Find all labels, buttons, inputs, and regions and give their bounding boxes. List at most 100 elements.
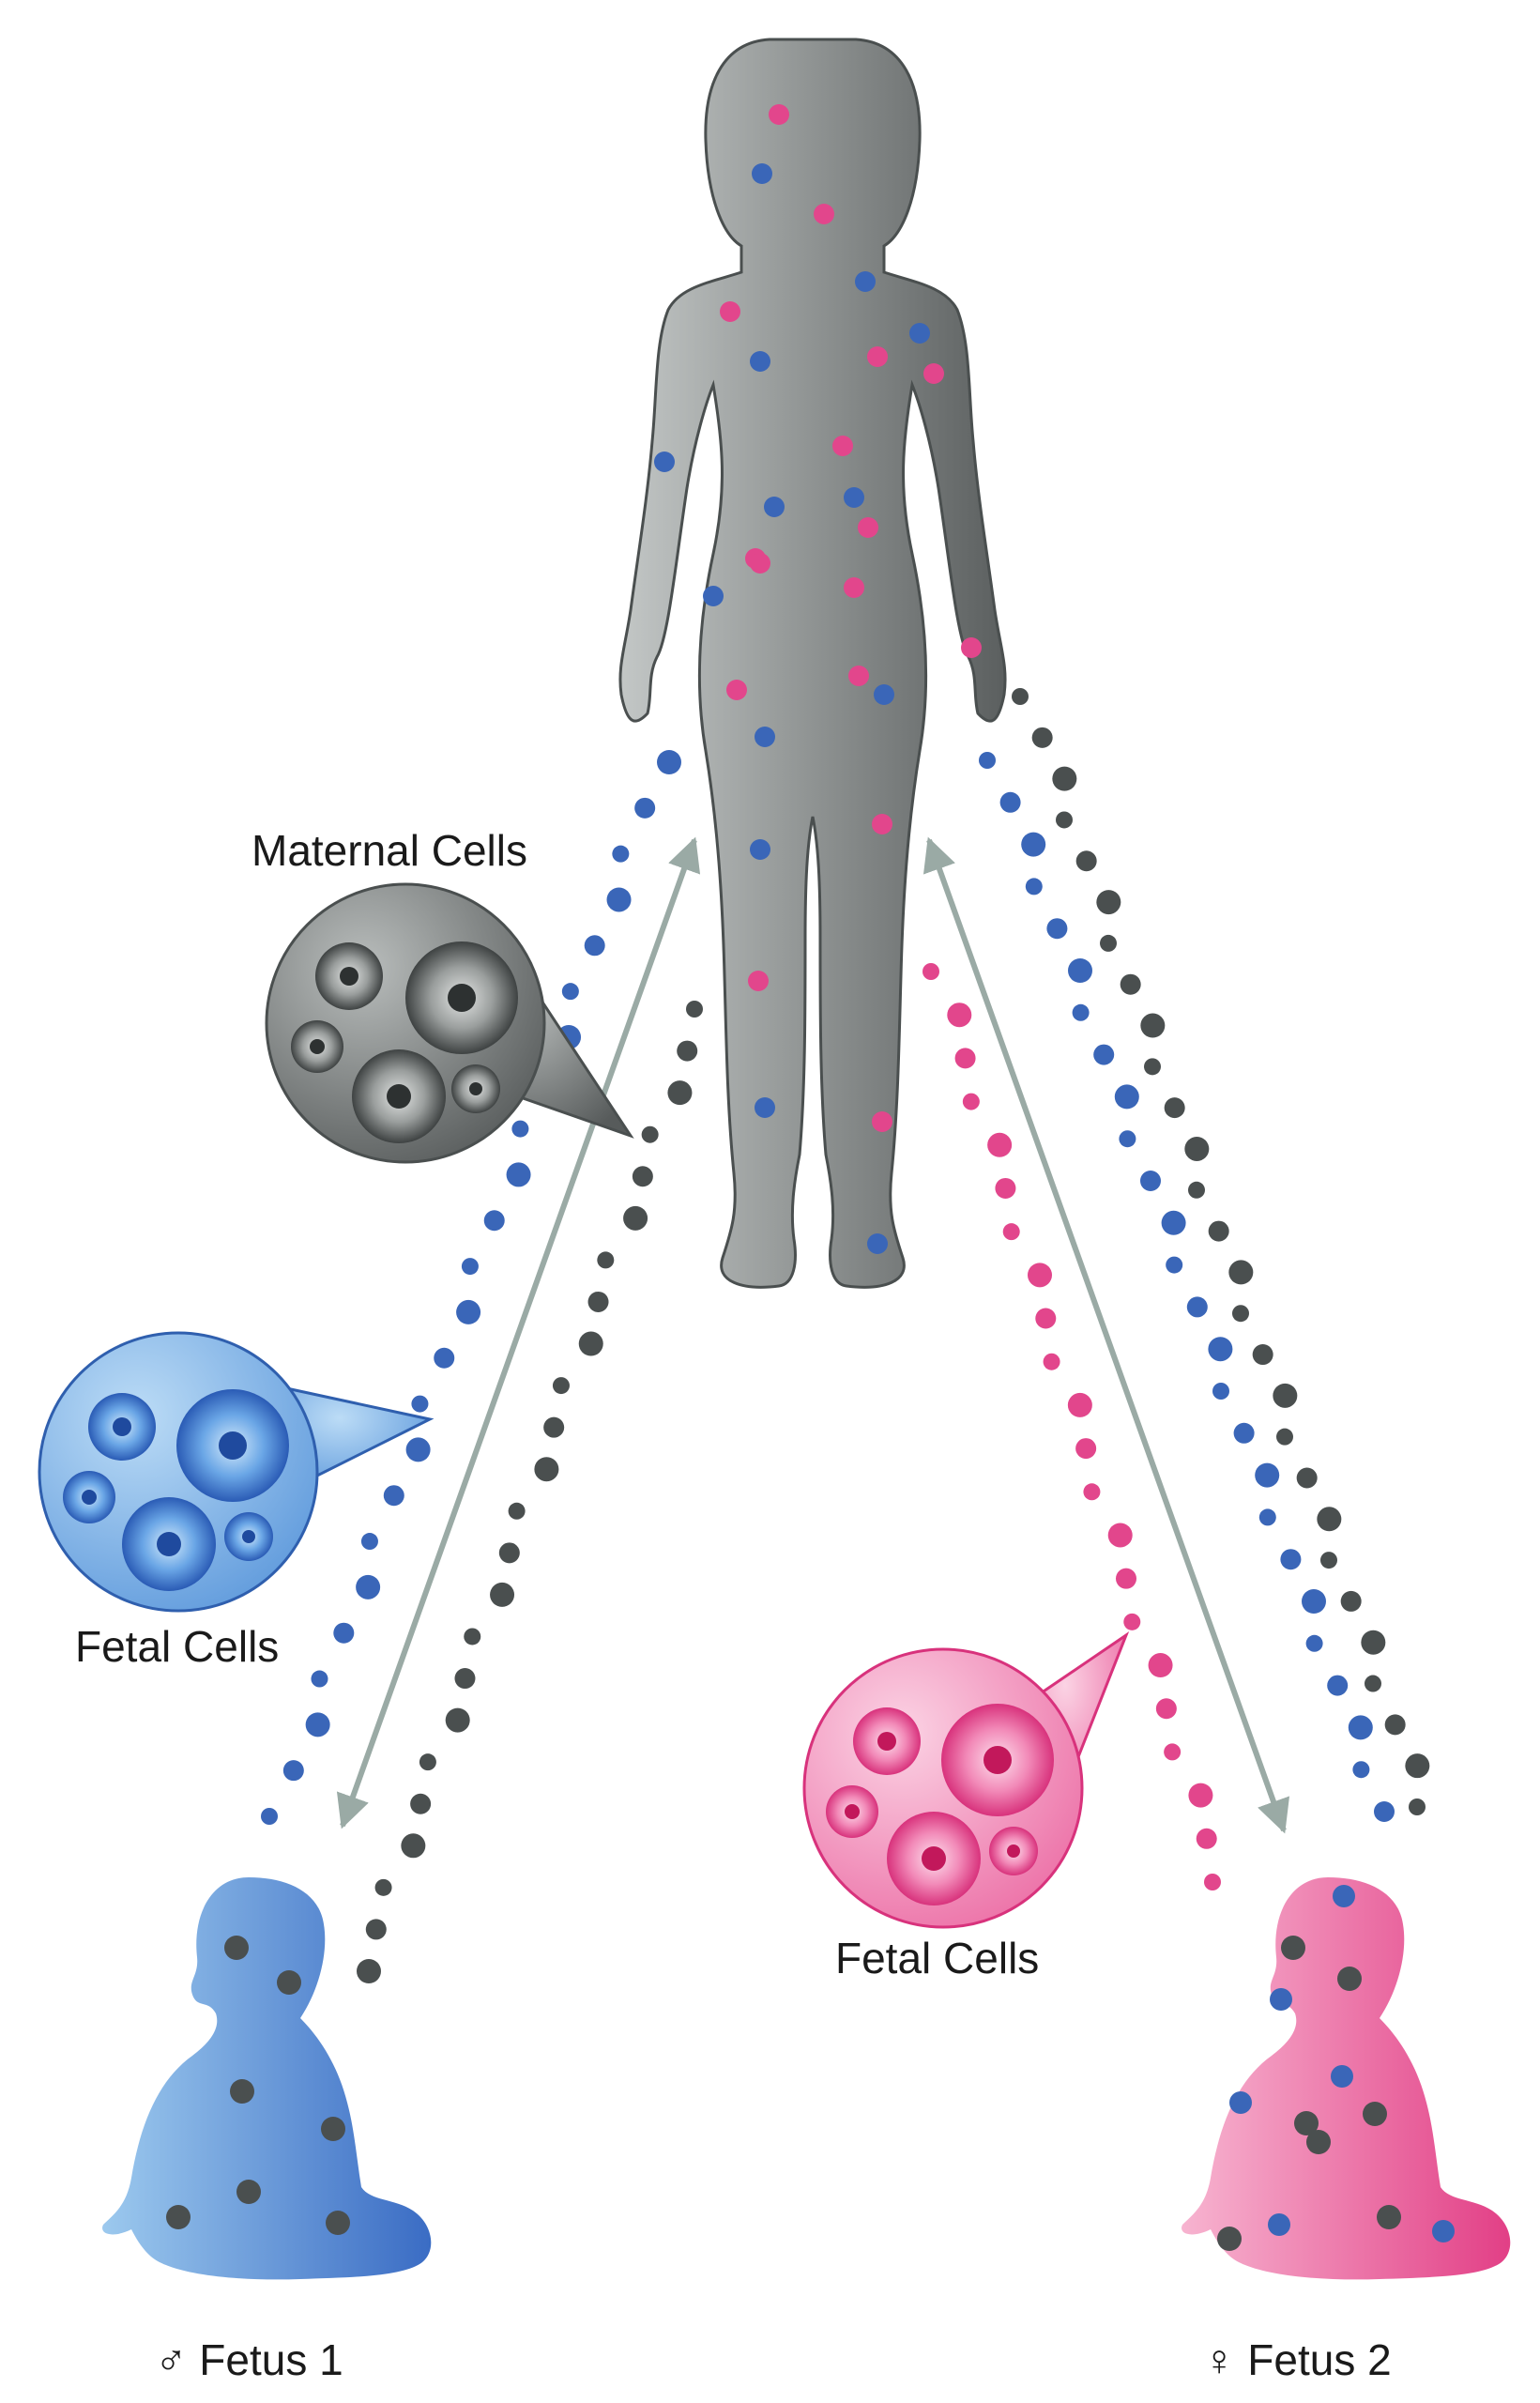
maternal-cell-dot: [1409, 1798, 1426, 1815]
maternal-cell-dot: [230, 2079, 254, 2104]
maternal-cell-dot: [686, 1001, 703, 1018]
fetal-cell-dot-blue: [1432, 2220, 1455, 2242]
fetal-cell-dot-blue: [612, 845, 630, 863]
maternal-cell-dot: [508, 1502, 526, 1520]
maternal-cell-dot: [1217, 2227, 1242, 2251]
fetal-cell-dot-pink: [1002, 1223, 1020, 1241]
maternal-cell-dot: [1075, 850, 1097, 872]
fetal-cell-dot-blue: [1119, 1130, 1136, 1148]
fetal-cell-dot-blue: [1327, 1675, 1349, 1696]
fetal-cell-dot-blue: [874, 684, 894, 705]
nucleus: [448, 984, 476, 1012]
maternal-cells-bubble: [265, 882, 634, 1164]
fetal-cell-dot-blue: [456, 1299, 481, 1324]
fetal-cell-dot-blue: [1255, 1462, 1280, 1488]
maternal-cell-dot: [1096, 890, 1121, 915]
fetal-cell-dot-blue: [606, 887, 632, 912]
fetal-cell-dot-blue: [434, 1347, 455, 1369]
fetal-cell-dot-blue: [311, 1670, 328, 1688]
fetal-cell-dot-pink: [1155, 1698, 1177, 1720]
fetal-cell-dot-blue: [405, 1437, 431, 1462]
fetal-cell-dot-blue: [634, 797, 656, 819]
nucleus: [82, 1490, 97, 1505]
fetal-cell-dot-pink: [962, 1093, 980, 1110]
maternal-cell-dot: [1340, 1590, 1362, 1612]
fetal-cell-dot-blue: [909, 323, 930, 344]
maternal-cell-dot: [1208, 1220, 1229, 1242]
fetal-cell-dot-blue: [703, 586, 724, 606]
fetal-cell-dot-blue: [1025, 878, 1043, 895]
fetal-cell-dot-pink: [832, 436, 853, 456]
fetal-cell-dot-blue: [654, 452, 675, 472]
fetal-cell-dot-blue: [1229, 2091, 1252, 2114]
fetal-cell-dot-pink: [954, 1048, 976, 1069]
fetal-cell-dot-pink: [923, 363, 944, 384]
fetal-cell-dot-pink: [872, 814, 892, 834]
fetal-cell-dot-blue: [1212, 1383, 1229, 1400]
fetal-cell-dot-blue: [1186, 1296, 1208, 1318]
fetal-cell-dot-blue: [867, 1233, 888, 1254]
fetal-cell-dot-pink: [947, 1003, 972, 1028]
maternal-cell-dot: [1012, 688, 1029, 705]
fetal-cell-dot-pink: [1067, 1392, 1092, 1417]
maternal-cells-label: Maternal Cells: [252, 826, 527, 875]
maternal-cell-dot: [543, 1416, 565, 1438]
maternal-cell-dot: [1120, 973, 1141, 995]
fetal-cell-dot-pink: [726, 680, 747, 700]
fetal-cell-dot-blue: [461, 1258, 479, 1276]
fetal-cell-dot-pink: [844, 577, 864, 598]
fetal-cell-dot-blue: [1348, 1715, 1373, 1740]
fetal-cell-dot-blue: [483, 1210, 505, 1232]
transfer-arrows: [336, 836, 1290, 1834]
fetal-cell-dot-blue: [261, 1808, 278, 1825]
maternal-cell-dot: [1144, 1058, 1161, 1076]
fetal-cells-bubble-blue: [38, 1331, 435, 1613]
maternal-cell-dot: [1140, 1013, 1166, 1038]
fetal-cell-dot-pink: [961, 637, 982, 658]
maternal-cell-dot: [166, 2205, 191, 2229]
fetal-cell-dot-blue: [1208, 1337, 1233, 1362]
fetal-cell-dot-blue: [755, 727, 775, 747]
fetal-cell-dot-blue: [511, 1120, 529, 1138]
maternal-cell-dot: [1252, 1344, 1273, 1366]
maternal-cell-dot: [1276, 1428, 1293, 1446]
maternal-cell-dot: [1232, 1305, 1249, 1323]
maternal-cell-dot: [1361, 1630, 1386, 1655]
maternal-cell-dot: [464, 1628, 481, 1645]
mother-figure: [618, 38, 1007, 1289]
nucleus: [113, 1417, 131, 1436]
fetal-cell-dot-blue: [755, 1097, 775, 1118]
maternal-cell-dot: [1337, 1967, 1362, 1991]
fetal-cell-dot-pink: [1148, 1653, 1173, 1678]
fetal-cell-dot-pink: [1043, 1353, 1060, 1370]
nucleus: [983, 1746, 1012, 1774]
fetal-cell-dot-blue: [855, 271, 876, 292]
fetal-cells-bubble-pink: [802, 1631, 1130, 1929]
maternal-cell-dot: [326, 2211, 350, 2235]
maternal-cell-dot: [1052, 766, 1077, 791]
maternal-cell-dot: [1384, 1714, 1406, 1736]
fetal-cells-label-right: Fetal Cells: [835, 1934, 1039, 1982]
fetal-cell-dot-pink: [1204, 1874, 1221, 1890]
maternal-cell-dot: [632, 1166, 653, 1187]
nucleus: [877, 1732, 896, 1751]
fetal-cell-dot-blue: [750, 839, 770, 860]
fetal-cell-dot-pink: [1083, 1483, 1101, 1501]
nucleus: [242, 1530, 255, 1543]
fetal-cell-dot-blue: [411, 1395, 429, 1413]
fetal-cell-dot-blue: [1093, 1044, 1115, 1065]
maternal-cell-dot: [1294, 2111, 1319, 2135]
maternal-cell-dot: [1188, 1181, 1205, 1199]
fetal-cell-dot-blue: [750, 351, 770, 372]
maternal-cell-dot: [236, 2180, 261, 2204]
fetal-cell-dot-blue: [333, 1622, 355, 1644]
maternal-cell-dot: [357, 1959, 381, 1983]
maternal-cell-dot: [498, 1542, 520, 1564]
fetal-cell-dot-blue: [305, 1712, 330, 1737]
maternal-cell-dot: [1228, 1260, 1254, 1285]
fetal-cell-dot-blue: [360, 1533, 378, 1551]
fetal-cell-dot-blue: [999, 791, 1021, 813]
nucleus: [845, 1804, 860, 1819]
maternal-cell-dot: [1365, 1675, 1381, 1692]
maternal-cell-dot: [578, 1331, 603, 1356]
